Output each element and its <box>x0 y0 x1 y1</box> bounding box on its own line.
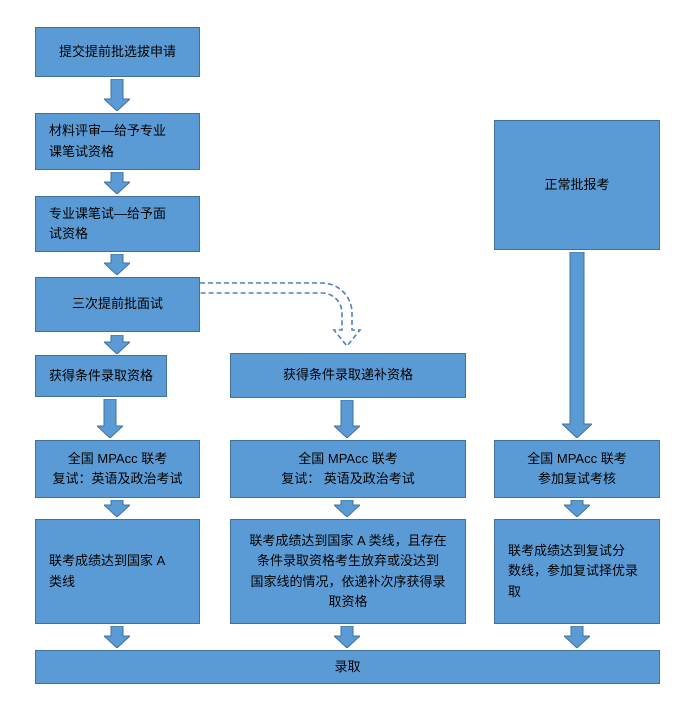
long-down-arrow-icon <box>562 252 592 438</box>
node-retest-score-line: 联考成绩达到复试分 数线，参加复试择优录 取 <box>494 519 660 624</box>
down-arrow-icon <box>334 400 360 438</box>
node-written-test: 专业课笔试—给予面 试资格 <box>35 196 200 252</box>
node-conditional-admission: 获得条件录取资格 <box>35 355 167 397</box>
node-submit-early-application: 提交提前批选拔申请 <box>35 27 200 77</box>
down-arrow-icon <box>97 399 123 438</box>
node-joint-exam-right: 全国 MPAcc 联考 参加复试考核 <box>494 440 660 498</box>
node-supplementary-score-condition: 联考成绩达到国家 A 类线，且存在 条件录取资格考生放弃或没达到 国家线的情况，… <box>230 519 466 624</box>
down-arrow-icon <box>334 500 360 517</box>
node-three-early-interviews: 三次提前批面试 <box>35 277 200 332</box>
down-arrow-icon <box>104 254 130 275</box>
down-arrow-icon <box>104 626 130 648</box>
node-admission-final: 录取 <box>35 650 660 684</box>
node-score-national-line-a: 联考成绩达到国家 A 类线 <box>35 519 200 624</box>
down-arrow-icon <box>564 500 590 517</box>
node-normal-batch-registration: 正常批报考 <box>494 120 660 250</box>
down-arrow-icon <box>104 500 130 517</box>
node-joint-exam-left: 全国 MPAcc 联考 复试：英语及政治考试 <box>35 440 200 498</box>
down-arrow-icon <box>104 79 130 111</box>
down-arrow-icon <box>104 172 130 194</box>
down-arrow-icon <box>334 626 360 648</box>
down-arrow-icon <box>564 626 590 648</box>
down-arrow-icon <box>104 335 130 354</box>
node-joint-exam-middle: 全国 MPAcc 联考 复试： 英语及政治考试 <box>230 440 466 498</box>
node-material-review: 材料评审—给予专业 课笔试资格 <box>35 113 200 170</box>
node-supplementary-qualification: 获得条件录取递补资格 <box>230 353 466 398</box>
